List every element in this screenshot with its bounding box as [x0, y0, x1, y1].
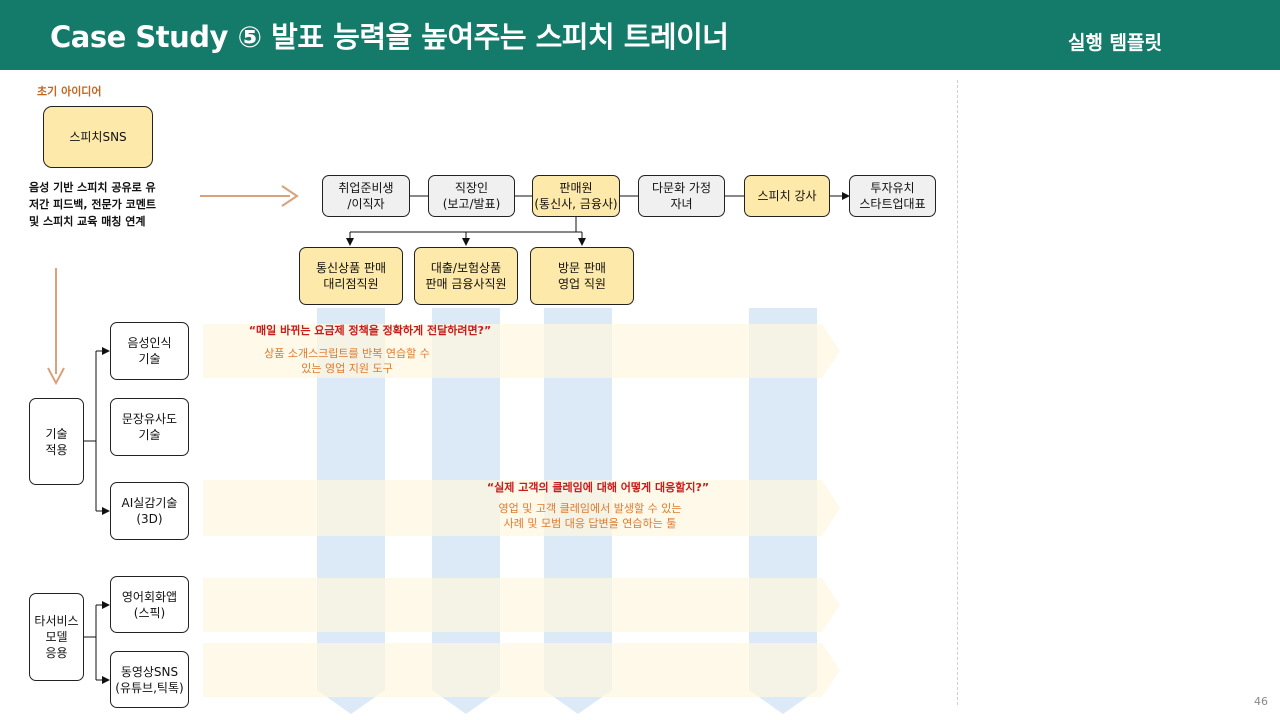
tech-speech-recognition: 음성인식 기술	[110, 322, 189, 380]
target-job-seekers: 취업준비생 /이직자	[322, 175, 410, 217]
band-4	[203, 643, 840, 697]
idea-question-2: “실제 고객의 클레임에 대해 어떻게 대응할지?”	[486, 481, 710, 494]
tech-connectors	[84, 347, 110, 515]
header-bar: Case Study ⑤ 발표 능력을 높여주는 스피치 트레이너 실행 템플릿	[0, 0, 1280, 70]
band-3	[203, 578, 840, 632]
tech-ai-immersive: AI실감기술 (3D)	[110, 482, 189, 540]
subtarget-finance-staff: 대출/보험상품 판매 금융사직원	[414, 247, 518, 305]
target-office-workers: 직장인 (보고/발표)	[428, 175, 515, 217]
service-english-app: 영어회화앱 (스픽)	[110, 576, 189, 633]
subtarget-door-to-door-sales: 방문 판매 영업 직원	[530, 247, 634, 305]
page-subtitle: 실행 템플릿	[1067, 32, 1162, 54]
tech-group-box: 기술 적용	[29, 398, 84, 485]
service-video-sns: 동영상SNS (유튜브,틱톡)	[110, 651, 189, 708]
vertical-divider	[957, 80, 958, 705]
service-group-box: 타서비스 모델 응용	[29, 593, 84, 681]
flow-arrows	[47, 185, 299, 386]
tech-sentence-similarity: 문장유사도 기술	[110, 398, 189, 456]
target-salespeople: 판매원 (통신사, 금융사)	[532, 175, 620, 217]
idea-answer-1: 상품 소개스크립트를 반복 연습할 수 있는 영업 지원 도구	[264, 347, 430, 375]
idea-answer-2: 영업 및 고객 클레임에서 발생할 수 있는 사례 및 모범 대응 답변을 연습…	[498, 502, 682, 530]
target-connectors	[346, 192, 850, 246]
band-1	[203, 324, 840, 378]
target-speech-instructors: 스피치 강사	[744, 175, 830, 217]
target-multicultural-children: 다문화 가정 자녀	[638, 175, 725, 217]
page-title: Case Study ⑤ 발표 능력을 높여주는 스피치 트레이너	[50, 20, 729, 54]
idea-description: 음성 기반 스피치 공유로 유 저간 피드백, 전문가 코멘트 및 스피치 교육…	[29, 181, 156, 228]
idea-section-label: 초기 아이디어	[37, 85, 102, 98]
subtarget-telecom-dealer: 통신상품 판매 대리점직원	[299, 247, 403, 305]
feature-bands	[203, 324, 840, 697]
idea-box: 스피치SNS	[43, 106, 153, 168]
target-startup-ceos: 투자유치 스타트업대표	[849, 175, 936, 217]
service-connectors	[84, 601, 110, 684]
page-number: 46	[1254, 695, 1268, 708]
idea-question-1: “매일 바뀌는 요금제 정책을 정확하게 전달하려면?”	[248, 324, 492, 337]
band-2	[203, 480, 840, 536]
